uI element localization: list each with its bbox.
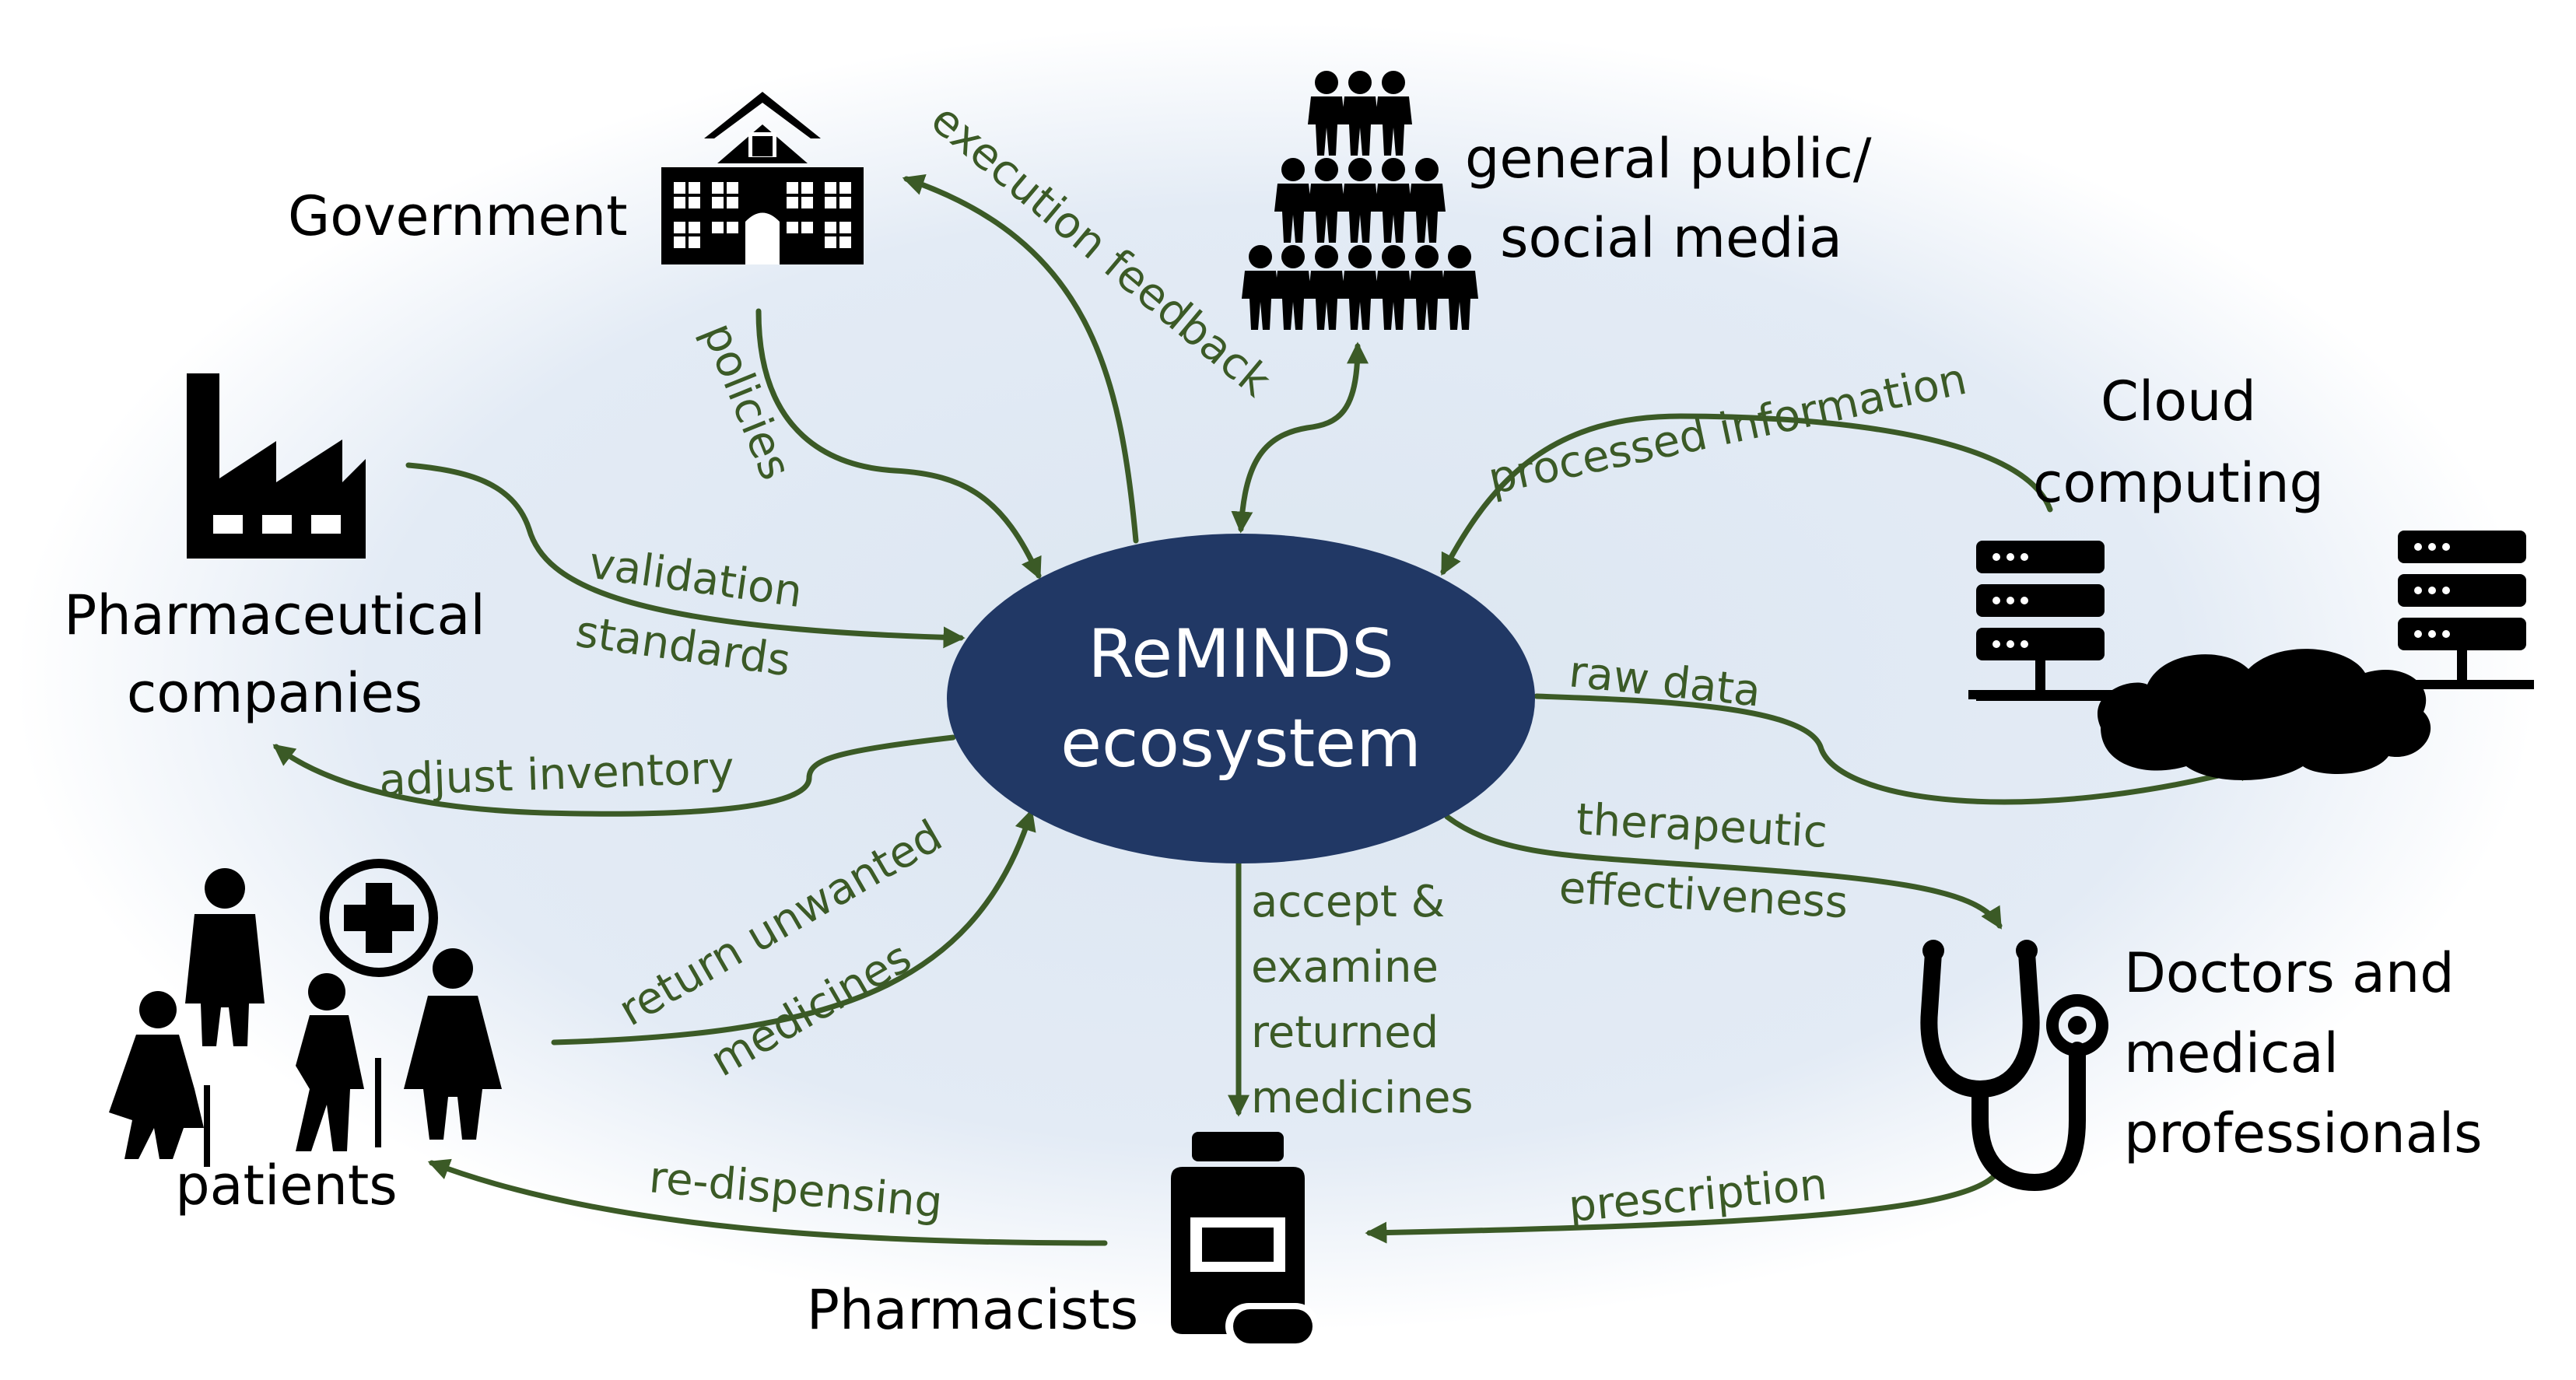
public-node: general public/ social media	[1242, 71, 1872, 330]
doctors-label-line2: medical	[2124, 1021, 2339, 1085]
edge-label-accept-line3: returned	[1251, 1007, 1439, 1058]
edge-label-accept-line1: accept &	[1251, 877, 1445, 927]
public-label-line1: general public/	[1465, 127, 1872, 191]
factory-icon	[187, 373, 366, 559]
stethoscope-icon	[1920, 944, 2108, 1192]
edge-processed-information-arrow	[1440, 413, 2053, 576]
edge-label-accept-line4: medicines	[1251, 1073, 1474, 1123]
cloud-label-line2: computing	[2033, 451, 2324, 515]
edge-execution-feedback-arrow	[902, 173, 1139, 544]
patients-node: patients	[109, 859, 502, 1217]
medicine-bottle-icon	[1171, 1132, 1319, 1350]
edge-prescription-arrow	[1365, 1172, 1999, 1244]
edge-return-medicines-arrow	[551, 808, 1036, 1046]
cloud-servers-icon	[1968, 531, 2534, 781]
stethoscope-earpieces	[1922, 940, 2087, 1035]
edge-validation-standards-arrow	[405, 462, 966, 649]
pharma-node: Pharmaceutical companies	[64, 373, 485, 725]
government-building-icon	[661, 92, 864, 264]
cloud-node: Cloud computing	[1968, 370, 2534, 781]
cloud-label-line1: Cloud	[2101, 370, 2256, 433]
edge-therapeutic-effectiveness-arrow	[1444, 814, 2003, 930]
edge-adjust-inventory-arrow	[272, 734, 956, 817]
edge-policies-arrow	[755, 308, 1042, 580]
center-ellipse	[947, 534, 1535, 863]
center-title-line1: ReMINDS	[1088, 615, 1394, 693]
center-node: ReMINDS ecosystem	[947, 534, 1535, 863]
patients-label: patients	[175, 1154, 398, 1217]
patients-group-icon	[109, 859, 502, 1167]
edge-public-arrow	[1231, 341, 1369, 534]
center-title-line2: ecosystem	[1060, 705, 1421, 783]
doctors-node: Doctors and medical professionals	[1920, 940, 2483, 1192]
doctors-label-line1: Doctors and	[2124, 941, 2455, 1005]
pharmacists-node: Pharmacists	[807, 1132, 1319, 1350]
pharma-label-line1: Pharmaceutical	[64, 583, 485, 647]
pharmacists-label: Pharmacists	[807, 1278, 1138, 1342]
pharma-label-line2: companies	[127, 661, 422, 725]
doctors-label-line3: professionals	[2124, 1102, 2483, 1165]
government-label: Government	[288, 184, 628, 248]
government-node: Government	[288, 92, 864, 264]
public-label-line2: social media	[1500, 206, 1842, 270]
edge-re-dispensing-arrow	[427, 1158, 1108, 1246]
edge-raw-data-arrow	[1533, 693, 2261, 805]
edge-label-adjust-inventory: adjust inventory	[378, 743, 734, 806]
edge-label-accept-line2: examine	[1251, 942, 1439, 993]
